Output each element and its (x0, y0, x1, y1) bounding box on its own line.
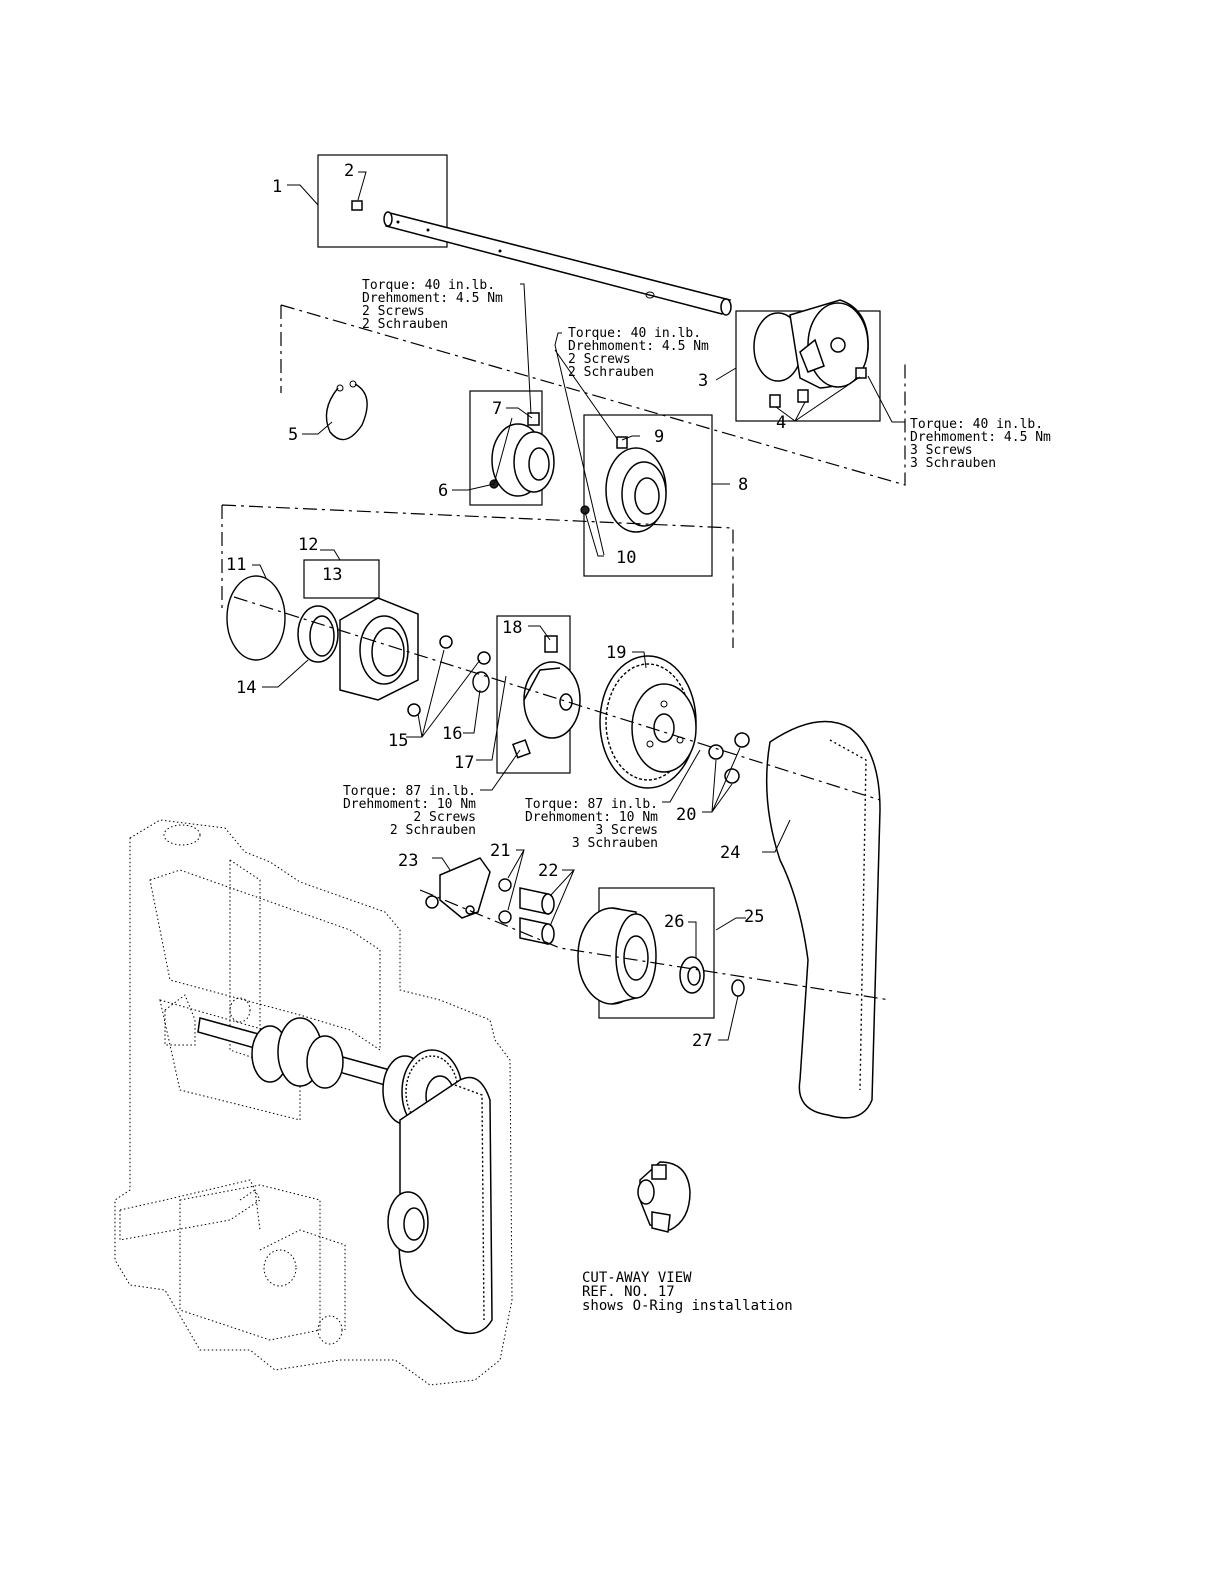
torque-note-a: Torque: 40 in.lb. Drehmoment: 4.5 Nm 2 S… (362, 278, 503, 332)
part-25-idler-pulley (577, 887, 745, 1019)
part-8-bearing-unit (580, 414, 713, 577)
assembly-axis (233, 596, 891, 1001)
svg-text:2 Screws: 2 Screws (413, 810, 476, 825)
callout-1: 1 (272, 177, 282, 197)
callout-23: 23 (398, 851, 418, 871)
svg-text:3 Screws: 3 Screws (595, 823, 658, 838)
leader-lines (252, 171, 905, 1041)
callout-20: 20 (676, 805, 696, 825)
svg-text:2 Screws: 2 Screws (568, 352, 631, 367)
svg-text:2 Schrauben: 2 Schrauben (362, 317, 448, 332)
callout-4: 4 (776, 413, 786, 433)
svg-text:Torque: 40 in.lb.: Torque: 40 in.lb. (362, 278, 495, 293)
svg-text:Torque: 40 in.lb.: Torque: 40 in.lb. (910, 417, 1043, 432)
part-5-retaining-ring (325, 380, 368, 441)
part-6-collar (469, 390, 555, 506)
callout-numbers: 1 2 3 4 5 6 7 8 9 10 11 12 13 14 15 16 1… (226, 161, 786, 1051)
part-17-collar (496, 615, 581, 774)
svg-text:shows O-Ring installation: shows O-Ring installation (582, 1298, 793, 1314)
callout-21: 21 (490, 841, 510, 861)
callout-8: 8 (738, 475, 748, 495)
callout-16: 16 (442, 724, 462, 744)
svg-text:Torque: 87 in.lb.: Torque: 87 in.lb. (525, 797, 658, 812)
torque-note-d: Torque: 87 in.lb. Drehmoment: 10 Nm 2 Sc… (343, 784, 476, 838)
cutaway-caption: CUT-AWAY VIEW REF. NO. 17 shows O-Ring i… (582, 1270, 793, 1314)
callout-25: 25 (744, 907, 764, 927)
callout-15: 15 (388, 731, 408, 751)
part-19-timing-pulley (599, 655, 697, 789)
machine-housing (114, 819, 513, 1386)
svg-text:3 Screws: 3 Screws (910, 443, 973, 458)
svg-text:Drehmoment: 10 Nm: Drehmoment: 10 Nm (525, 810, 658, 825)
callout-26: 26 (664, 912, 684, 932)
callout-2: 2 (344, 161, 354, 181)
svg-text:Torque: 87 in.lb.: Torque: 87 in.lb. (343, 784, 476, 799)
callout-5: 5 (288, 425, 298, 445)
callout-9: 9 (654, 427, 664, 447)
svg-text:3 Schrauben: 3 Schrauben (572, 836, 658, 851)
svg-text:2 Schrauben: 2 Schrauben (568, 365, 654, 380)
torque-note-b: Torque: 40 in.lb. Drehmoment: 4.5 Nm 2 S… (568, 326, 709, 380)
cutaway-view-illustration (637, 1161, 691, 1233)
part-1-shaft (317, 154, 732, 316)
svg-text:Drehmoment: 4.5 Nm: Drehmoment: 4.5 Nm (568, 339, 709, 354)
callout-6: 6 (438, 481, 448, 501)
svg-text:REF. NO. 17: REF. NO. 17 (582, 1284, 675, 1300)
svg-text:3 Schrauben: 3 Schrauben (910, 456, 996, 471)
callout-19: 19 (606, 643, 626, 663)
callout-14: 14 (236, 678, 256, 698)
callout-12: 12 (298, 535, 318, 555)
part-20-screws (708, 732, 750, 784)
svg-text:Drehmoment: 4.5 Nm: Drehmoment: 4.5 Nm (910, 430, 1051, 445)
callout-17: 17 (454, 753, 474, 773)
callout-22: 22 (538, 861, 558, 881)
torque-note-e: Torque: 87 in.lb. Drehmoment: 10 Nm 3 Sc… (525, 797, 658, 851)
callout-11: 11 (226, 555, 246, 575)
assembly-outline-lower (221, 504, 734, 648)
assembly-outline-upper (280, 304, 906, 486)
torque-note-c: Torque: 40 in.lb. Drehmoment: 4.5 Nm 3 S… (910, 417, 1051, 471)
svg-text:2 Schrauben: 2 Schrauben (390, 823, 476, 838)
callout-10: 10 (616, 548, 636, 568)
svg-text:2 Screws: 2 Screws (362, 304, 425, 319)
callout-7: 7 (492, 399, 502, 419)
callout-13: 13 (322, 565, 342, 585)
callout-24: 24 (720, 843, 740, 863)
part-3-crank (735, 299, 881, 422)
callout-18: 18 (502, 618, 522, 638)
svg-text:CUT-AWAY VIEW: CUT-AWAY VIEW (582, 1270, 692, 1286)
part-24-timing-belt (765, 720, 881, 1119)
svg-text:Drehmoment: 10 Nm: Drehmoment: 10 Nm (343, 797, 476, 812)
callout-3: 3 (698, 371, 708, 391)
part-11-14-flange-assembly (226, 559, 491, 717)
svg-text:Torque: 40 in.lb.: Torque: 40 in.lb. (568, 326, 701, 341)
svg-text:Drehmoment: 4.5 Nm: Drehmoment: 4.5 Nm (362, 291, 503, 306)
callout-27: 27 (692, 1031, 712, 1051)
